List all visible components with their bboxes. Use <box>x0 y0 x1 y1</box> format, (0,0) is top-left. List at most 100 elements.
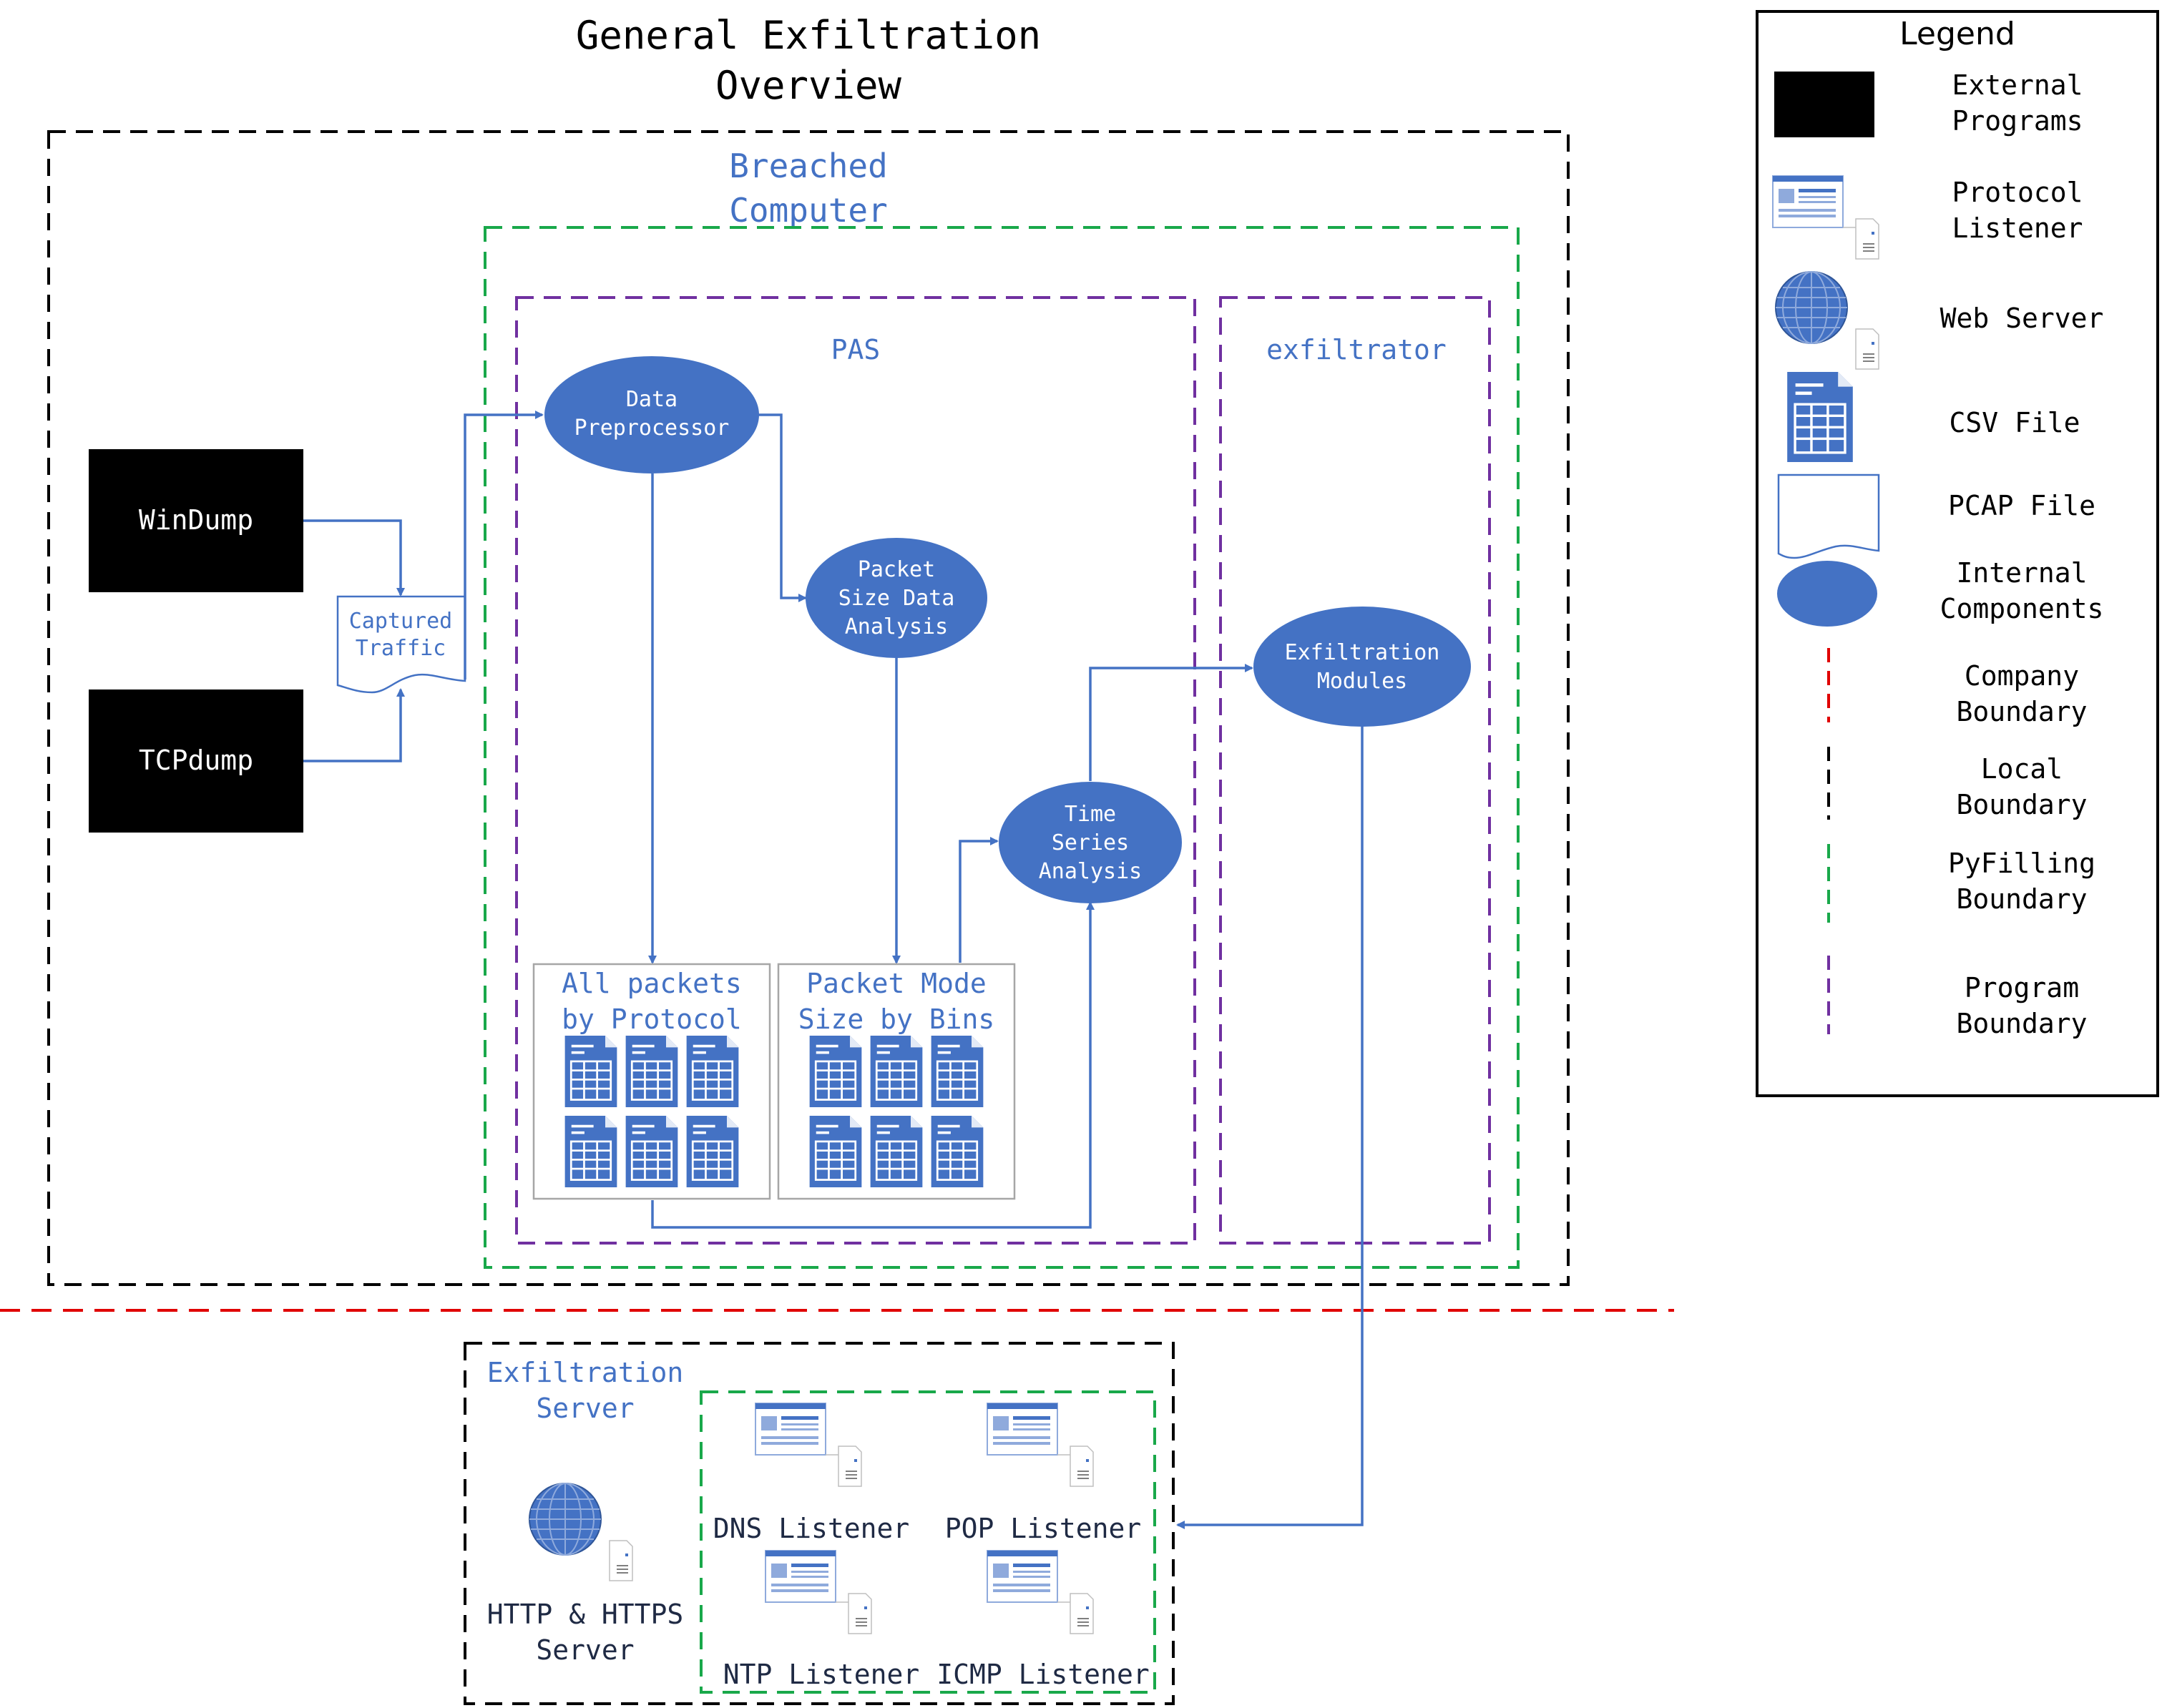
program-boundary-exfiltrator <box>1219 296 1491 1245</box>
breached-computer-label: Breached Computer <box>729 147 888 230</box>
arrow-packet-mode-to-time-series <box>959 837 999 963</box>
packet-mode-line-2: Size by Bins <box>798 1003 995 1035</box>
ntp-listener-icon <box>765 1550 872 1634</box>
ntp-listener-label: NTP Listener <box>723 1659 920 1690</box>
local-boundary-exfiltration-server <box>464 1342 1175 1705</box>
legend-pyfilling-line-1: PyFilling <box>1948 848 2095 879</box>
csv-file-icon <box>809 1116 862 1187</box>
csv-file-icon <box>809 1036 862 1107</box>
arrow-time-series-to-exfiltration <box>1089 664 1253 781</box>
legend-csv-file-label: CSV File <box>1949 407 2080 438</box>
csv-file-icon <box>625 1116 678 1187</box>
exfiltration-server-label: Exfiltration Server <box>487 1357 684 1424</box>
pyfilling-boundary-listeners <box>700 1390 1156 1694</box>
packet-size-line-1: Packet <box>858 557 935 582</box>
captured-traffic-pcap: Captured Traffic <box>336 595 466 694</box>
csv-file-icon <box>625 1036 678 1107</box>
packet-size-analysis-component: Packet Size Data Analysis <box>806 538 987 658</box>
legend-pcap-file-label: PCAP File <box>1948 490 2095 521</box>
legend-protocol-line-1: Protocol <box>1952 177 2083 208</box>
tcpdump-label: TCPdump <box>139 745 253 776</box>
csv-file-icon <box>564 1116 617 1187</box>
time-series-analysis-component: Time Series Analysis <box>999 782 1182 903</box>
title-line-1: General Exfiltration <box>576 13 1041 58</box>
legend-external-line-1: External <box>1952 69 2083 101</box>
packet-size-line-3: Analysis <box>845 614 949 639</box>
exfiltrator-label: exfiltrator <box>1266 334 1447 365</box>
packet-mode-size-by-bins-group: Packet Mode Size by Bins <box>777 963 1016 1200</box>
csv-file-icon <box>931 1116 984 1187</box>
windump-label: WinDump <box>139 504 253 536</box>
data-preprocessor-component: Data Preprocessor <box>544 356 759 473</box>
captured-traffic-line-1: Captured <box>349 609 453 634</box>
dns-listener-icon <box>755 1403 862 1487</box>
exfiltration-server-line-2: Server <box>536 1393 634 1424</box>
csv-file-icon <box>870 1036 923 1107</box>
legend-program-line-1: Program <box>1965 972 2079 1003</box>
csv-file-icon <box>686 1116 739 1187</box>
legend-internal-line-1: Internal <box>1956 557 2087 589</box>
legend-company-line-2: Boundary <box>1956 696 2087 727</box>
windump-program: WinDump <box>89 449 303 592</box>
legend-external-line-2: Programs <box>1952 105 2083 137</box>
arrow-windump-to-captured <box>303 519 405 597</box>
arrow-captured-to-preprocessor <box>464 411 544 679</box>
csv-file-icon <box>931 1036 984 1107</box>
legend-internal-components-swatch <box>1777 561 1877 627</box>
time-series-line-2: Series <box>1052 830 1129 855</box>
all-packets-line-2: by Protocol <box>562 1003 742 1035</box>
legend-local-line-1: Local <box>1981 753 2063 785</box>
csv-file-icon <box>564 1036 617 1107</box>
pop-listener-label: POP Listener <box>945 1513 1142 1544</box>
title-line-2: Overview <box>715 63 902 108</box>
csv-file-icon <box>870 1116 923 1187</box>
legend-local-line-2: Boundary <box>1956 789 2087 820</box>
all-packets-line-1: All packets <box>562 968 742 999</box>
arrow-preprocessor-to-packet-size <box>758 413 807 602</box>
pyfilling-boundary <box>484 226 1520 1269</box>
legend-protocol-line-2: Listener <box>1952 212 2083 244</box>
dns-listener-label: DNS Listener <box>713 1513 910 1544</box>
http-server-line-2: Server <box>536 1634 634 1666</box>
legend-program-line-2: Boundary <box>1956 1008 2087 1039</box>
pop-listener-icon <box>987 1403 1094 1487</box>
web-server-globe-icon <box>529 1483 633 1581</box>
exfiltration-modules-line-1: Exfiltration <box>1285 640 1440 665</box>
legend-internal-line-2: Components <box>1940 593 2104 624</box>
breached-computer-line-1: Breached <box>729 147 888 185</box>
tcpdump-program: TCPdump <box>89 689 303 833</box>
captured-traffic-line-2: Traffic <box>356 636 446 661</box>
diagram-title: General Exfiltration Overview <box>576 13 1041 108</box>
pas-label: PAS <box>831 334 881 365</box>
legend-pcap-file-icon <box>1777 473 1880 559</box>
legend-pyfilling-line-2: Boundary <box>1956 883 2087 915</box>
http-server-line-1: HTTP & HTTPS <box>487 1599 684 1630</box>
legend-web-server-label: Web Server <box>1940 303 2104 334</box>
exfiltration-server-line-1: Exfiltration <box>487 1357 684 1388</box>
exfiltration-modules-line-2: Modules <box>1317 669 1407 694</box>
program-boundary-pas <box>515 296 1196 1245</box>
icmp-listener-label: ICMP Listener <box>936 1659 1149 1690</box>
arrow-tcpdump-to-captured <box>303 688 405 762</box>
packet-size-line-2: Size Data <box>838 586 955 611</box>
legend-company-line-1: Company <box>1965 660 2079 692</box>
local-boundary-breached-computer <box>47 130 1570 1286</box>
time-series-line-1: Time <box>1065 802 1116 827</box>
data-preprocessor-line-2: Preprocessor <box>574 416 730 441</box>
connectors <box>303 411 1364 1529</box>
icmp-listener-icon <box>987 1550 1094 1634</box>
arrow-all-packets-to-time-series <box>651 901 1095 1229</box>
legend-external-programs-swatch <box>1774 72 1874 137</box>
arrow-exfiltration-to-server <box>1176 727 1364 1529</box>
legend: Legend External Programs Protocol Listen… <box>1756 10 2159 1097</box>
breached-computer-line-2: Computer <box>729 191 888 230</box>
data-preprocessor-line-1: Data <box>626 387 678 412</box>
exfiltration-modules-component: Exfiltration Modules <box>1253 607 1471 727</box>
all-packets-by-protocol-group: All packets by Protocol <box>532 963 771 1200</box>
legend-title: Legend <box>1899 16 2015 52</box>
legend-csv-file-icon <box>1787 372 1853 462</box>
csv-file-icon <box>686 1036 739 1107</box>
http-https-server-label: HTTP & HTTPS Server <box>487 1599 684 1666</box>
time-series-line-3: Analysis <box>1039 859 1143 884</box>
